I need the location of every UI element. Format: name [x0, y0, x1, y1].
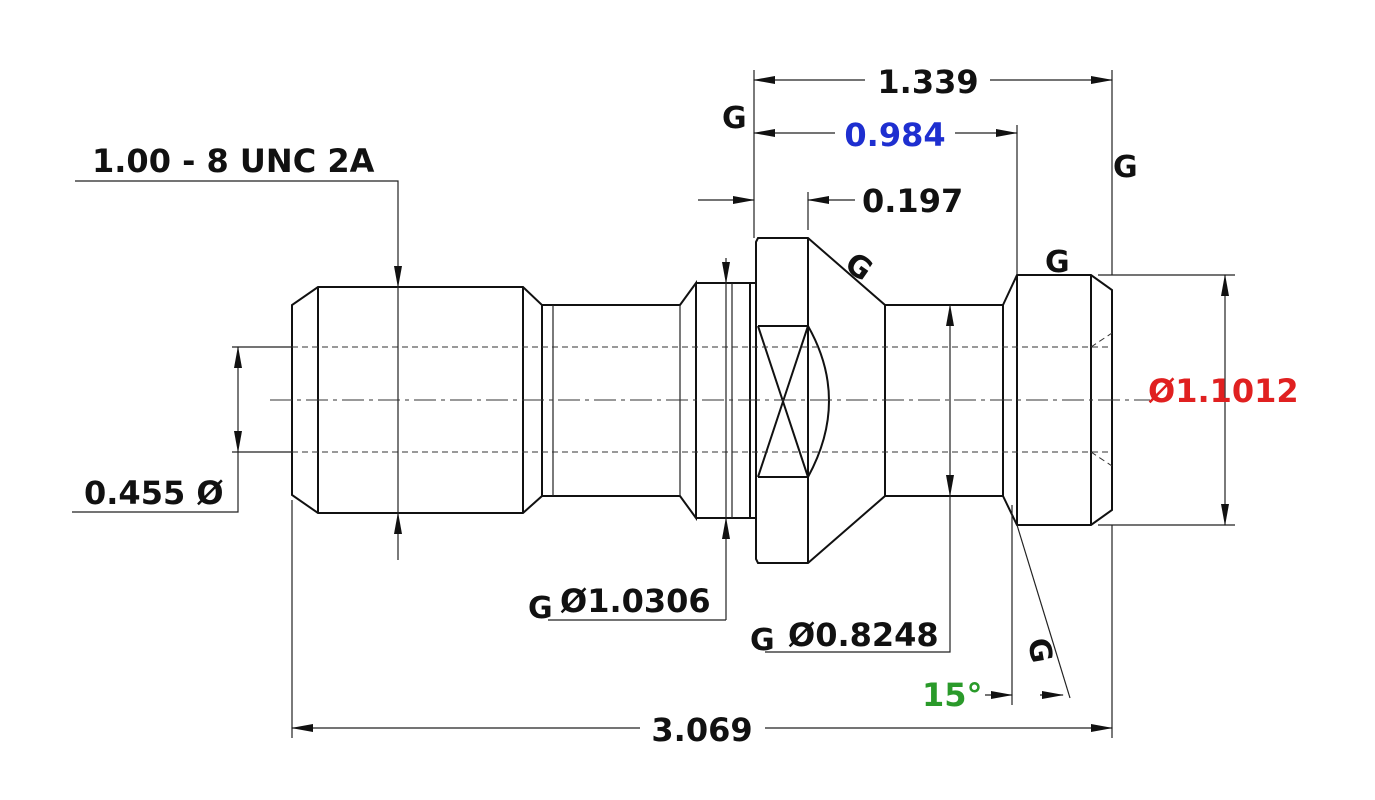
- g-mark-angle: G: [1020, 635, 1059, 665]
- collar-length-dimension: 0.197: [698, 182, 963, 230]
- thread-callout: 1.00 - 8 UNC 2A: [75, 142, 402, 560]
- g-mark-neck: G: [750, 623, 775, 658]
- neck-dia-dimension: Ø0.8248 G: [750, 304, 954, 658]
- g-mark-collar: G: [528, 591, 553, 626]
- collar-dia-dimension: Ø1.0306 G: [528, 258, 730, 626]
- part-outline: [270, 237, 1150, 564]
- flange-dia-text: Ø1.1012: [1148, 372, 1299, 410]
- angle-dimension: 15°: [922, 505, 1071, 714]
- collar-dia-text: Ø1.0306: [560, 582, 711, 620]
- bore-dimension: 0.455 Ø: [72, 346, 292, 513]
- angle-text: 15°: [922, 676, 983, 714]
- overall-length-dimension: 3.069: [291, 500, 1113, 749]
- head-length-text: 1.339: [877, 63, 978, 101]
- g-mark-taper: G: [838, 246, 878, 289]
- neck-dia-text: Ø0.8248: [788, 616, 939, 654]
- bore-dia-text: 0.455 Ø: [84, 474, 224, 512]
- g-mark-flange: G: [1045, 245, 1070, 280]
- g-mark-right: G: [1113, 150, 1138, 185]
- flange-distance-dimension: 0.984: [753, 116, 1018, 275]
- collar-length-text: 0.197: [862, 182, 963, 220]
- g-mark-head: G: [722, 101, 747, 136]
- thread-callout-text: 1.00 - 8 UNC 2A: [92, 142, 375, 180]
- flange-dia-dimension: Ø1.1012: [1098, 274, 1299, 526]
- head-to-flange-text: 0.984: [844, 116, 945, 154]
- head-length-dimension: 1.339: [753, 63, 1113, 275]
- dimensions: 1.00 - 8 UNC 2A 0.455 Ø 3.069: [72, 63, 1299, 749]
- overall-length-text: 3.069: [651, 711, 752, 749]
